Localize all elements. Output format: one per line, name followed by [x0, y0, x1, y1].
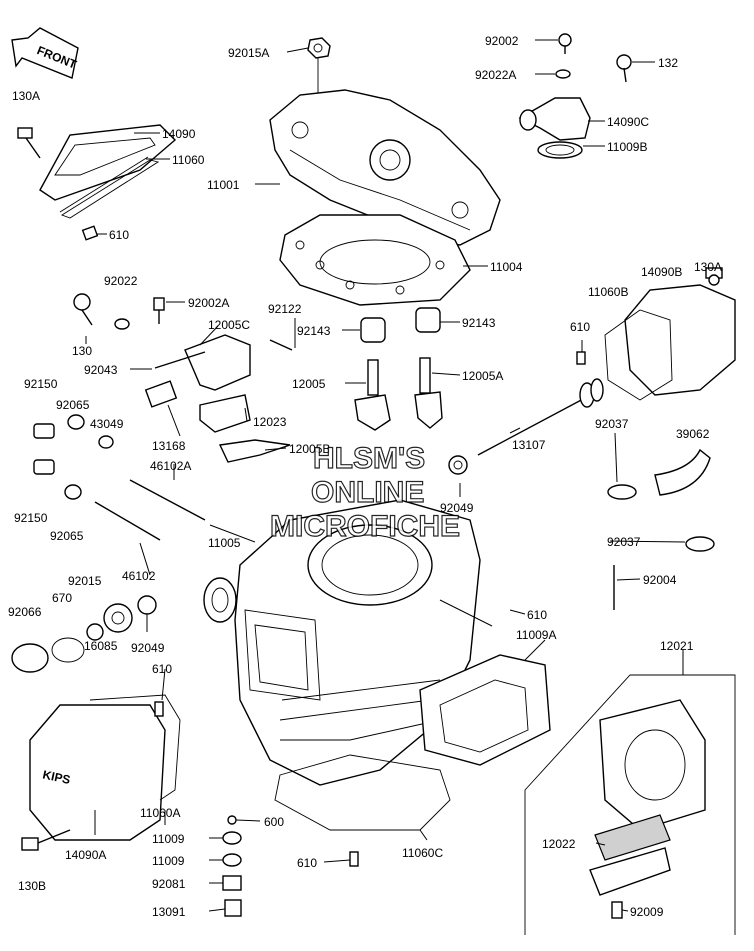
label-130a-top-left: 130A — [12, 89, 40, 103]
part-labels: 92002 92015A 132 92022A 130A 14090 14090… — [8, 34, 722, 919]
label-92037-a: 92037 — [595, 417, 629, 431]
label-92009: 92009 — [630, 905, 664, 919]
label-12005: 12005 — [292, 377, 326, 391]
label-610-e: 610 — [297, 856, 317, 870]
label-11060a: 11060A — [140, 806, 180, 820]
label-132: 132 — [658, 56, 678, 70]
label-130a-right: 130A — [694, 260, 722, 274]
shaft-13107 — [448, 351, 604, 475]
label-14090c: 14090C — [607, 115, 649, 129]
label-13107: 13107 — [512, 438, 546, 452]
hose-39062 — [607, 448, 715, 610]
label-14090: 14090 — [162, 127, 196, 141]
label-14090b: 14090B — [641, 265, 682, 279]
label-130b: 130B — [18, 879, 46, 893]
kips-valve-linkage — [144, 334, 293, 463]
reed-valve-12021-inset — [524, 674, 736, 935]
exhaust-valves — [354, 307, 443, 431]
watermark-line-1: HLSM'S — [313, 442, 425, 475]
label-600: 600 — [264, 815, 284, 829]
label-12021: 12021 — [660, 639, 694, 653]
label-16085: 16085 — [84, 639, 118, 653]
cylinder-11005 — [203, 499, 481, 786]
label-12005a: 12005A — [462, 369, 503, 383]
label-13168: 13168 — [152, 439, 186, 453]
watermark-line-2: ONLINE — [311, 476, 424, 509]
label-92002: 92002 — [485, 34, 519, 48]
label-13091: 13091 — [152, 905, 186, 919]
front-arrow-badge: FRONT — [11, 27, 79, 79]
label-11060c: 11060C — [402, 846, 443, 860]
label-130: 130 — [72, 344, 92, 358]
label-12022: 12022 — [542, 837, 576, 851]
label-92122: 92122 — [268, 302, 302, 316]
label-670: 670 — [52, 591, 72, 605]
kips-engraving: KIPS — [41, 767, 71, 787]
label-92143-left: 92143 — [297, 324, 331, 338]
label-11001: 11001 — [207, 178, 240, 192]
label-11060b: 11060B — [588, 285, 628, 299]
label-43049: 43049 — [90, 417, 124, 431]
watermark: HLSM'S ONLINE MICROFICHE — [269, 441, 460, 543]
label-92015: 92015 — [68, 574, 102, 588]
label-12005b: 12005B — [289, 442, 330, 456]
label-46102: 46102 — [122, 569, 156, 583]
label-92049-b: 92049 — [131, 641, 165, 655]
label-11005: 11005 — [208, 536, 241, 550]
cover-14090-part — [17, 124, 177, 241]
label-92049-a: 92049 — [440, 501, 474, 515]
left-plugs — [33, 414, 114, 500]
rods-46102 — [94, 479, 206, 541]
label-92065-a: 92065 — [56, 398, 90, 412]
label-610-b: 610 — [570, 320, 590, 334]
label-92022a: 92022A — [475, 68, 516, 82]
label-92066: 92066 — [8, 605, 42, 619]
label-11009-a: 11009 — [152, 832, 185, 846]
label-92022: 92022 — [104, 274, 138, 288]
reed-gasket-11009a — [419, 654, 551, 766]
label-92143-right: 92143 — [462, 316, 496, 330]
label-610-a: 610 — [109, 228, 129, 242]
label-11009-b: 11009 — [152, 854, 185, 868]
label-46102a: 46102A — [150, 459, 191, 473]
label-14090a: 14090A — [65, 848, 106, 862]
base-gasket-11060c — [274, 754, 451, 867]
label-12005c: 12005C — [208, 318, 250, 332]
label-92037-b: 92037 — [607, 535, 641, 549]
kips-cover-14090a: KIPS — [21, 694, 181, 851]
plug-92066 — [11, 637, 85, 673]
label-92002a: 92002A — [188, 296, 229, 310]
label-610-d: 610 — [152, 662, 172, 676]
label-610-c: 610 — [527, 608, 547, 622]
label-12023: 12023 — [253, 415, 287, 429]
label-92081: 92081 — [152, 877, 186, 891]
bottom-small-parts — [222, 815, 242, 917]
head-gasket-11004 — [279, 214, 471, 306]
watermark-line-3: MICROFICHE — [270, 510, 460, 543]
label-92043: 92043 — [84, 363, 118, 377]
label-11004: 11004 — [490, 260, 523, 274]
label-92015a: 92015A — [228, 46, 269, 60]
cylinder-head-11001 — [269, 89, 501, 246]
label-92065-b: 92065 — [50, 529, 84, 543]
label-11060: 11060 — [172, 153, 205, 167]
leader-lines — [85, 39, 686, 912]
label-92150-b: 92150 — [14, 511, 48, 525]
label-92150-a: 92150 — [24, 377, 58, 391]
water-fitting-14090c — [518, 97, 591, 159]
label-11009b: 11009B — [607, 140, 647, 154]
left-small-fasteners — [73, 293, 165, 330]
label-39062: 39062 — [676, 427, 710, 441]
valve-cover-14090b — [604, 267, 736, 401]
top-fasteners — [307, 33, 632, 140]
label-92004: 92004 — [643, 573, 677, 587]
label-11009a: 11009A — [516, 628, 556, 642]
